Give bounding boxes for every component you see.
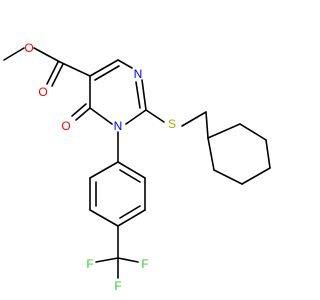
bond-c-f1 — [95, 257, 119, 263]
bond-cy6-cy1 — [207, 137, 215, 171]
atom-label-ring-o: O — [61, 119, 70, 133]
bond-ar1-ar2 — [117, 161, 146, 179]
atom-label-layer: O O O N N S F F F — [24, 41, 176, 293]
bond-o-carbonyl — [33, 47, 61, 63]
atom-nitrogen-1: N — [134, 67, 143, 81]
atom-carbonyl-oxygen: O — [38, 85, 47, 99]
bond-n3-c4 — [89, 107, 113, 125]
atom-label-f2: F — [141, 257, 148, 271]
atom-fluorine-2: F — [141, 257, 148, 271]
bond-n1-c2-b — [135, 81, 141, 109]
atom-ester-oxygen: O — [24, 41, 33, 55]
bond-c5-c6-b — [94, 65, 120, 81]
bond-ar6-ar1 — [89, 161, 119, 179]
bond-cy4-cy5 — [241, 167, 271, 185]
bond-c2-s — [145, 109, 165, 123]
bond-c6-n1 — [117, 59, 133, 69]
atom-fluorine-1: F — [86, 257, 93, 271]
bond-n1-c2-a — [141, 79, 147, 111]
atom-label-ester-o: O — [24, 41, 33, 55]
bond-methyl-o — [3, 47, 25, 61]
bond-cy1-cy2 — [207, 123, 241, 139]
atom-label-f1: F — [86, 257, 93, 271]
bond-c2-n3 — [125, 109, 147, 125]
atom-label-s: S — [168, 117, 176, 131]
bond-carbonyl-c5 — [59, 61, 91, 77]
bond-c-f2 — [117, 257, 139, 263]
bond-cy3-cy4 — [265, 139, 271, 169]
bond-carbonyl-o-double-b — [51, 63, 64, 87]
atom-label-n3: N — [114, 119, 123, 133]
bond-c5-c6-a — [89, 59, 119, 77]
atom-nitrogen-3: N — [114, 119, 123, 133]
atom-sulfur: S — [168, 117, 176, 131]
bond-cy2-cy3 — [239, 123, 267, 141]
bond-layer — [3, 47, 271, 279]
bond-carbonyl-o-double-a — [46, 61, 59, 85]
bond-c4-o-double-b — [71, 103, 87, 117]
atom-ring-oxygen: O — [61, 119, 70, 133]
atom-fluorine-3: F — [114, 279, 121, 293]
bond-ar3-ar4 — [117, 209, 146, 227]
atom-label-f3: F — [114, 279, 121, 293]
bond-ch2-cy1 — [205, 111, 209, 139]
bond-cy5-cy6 — [213, 169, 243, 185]
atom-label-carbonyl-o: O — [38, 85, 47, 99]
bond-ar4-ar5 — [89, 209, 119, 227]
bond-s-ch2 — [181, 111, 207, 127]
molecule-structure-drawing: O O O N N S F F F — [3, 41, 271, 293]
bond-ar-inner-1 — [119, 169, 141, 183]
bond-ar-inner-2 — [119, 205, 141, 219]
atom-label-n1: N — [134, 67, 143, 81]
bond-c4-o-double-a — [75, 107, 91, 121]
